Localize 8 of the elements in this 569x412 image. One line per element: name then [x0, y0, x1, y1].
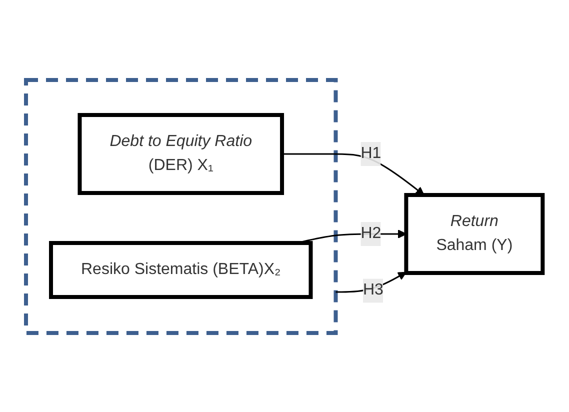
edge-label: H3 [363, 281, 384, 298]
edge-label: H1 [360, 144, 382, 162]
node-box: Resiko Sistematis (BETA)X₂ [49, 240, 313, 298]
arrow [282, 152, 425, 195]
edge-label: H2 [360, 224, 382, 242]
node-box: Debt to Equity Ratio (DER) X₁ [78, 112, 284, 194]
cluster [24, 78, 338, 334]
node-box: Return Saham (Y) [404, 192, 545, 274]
